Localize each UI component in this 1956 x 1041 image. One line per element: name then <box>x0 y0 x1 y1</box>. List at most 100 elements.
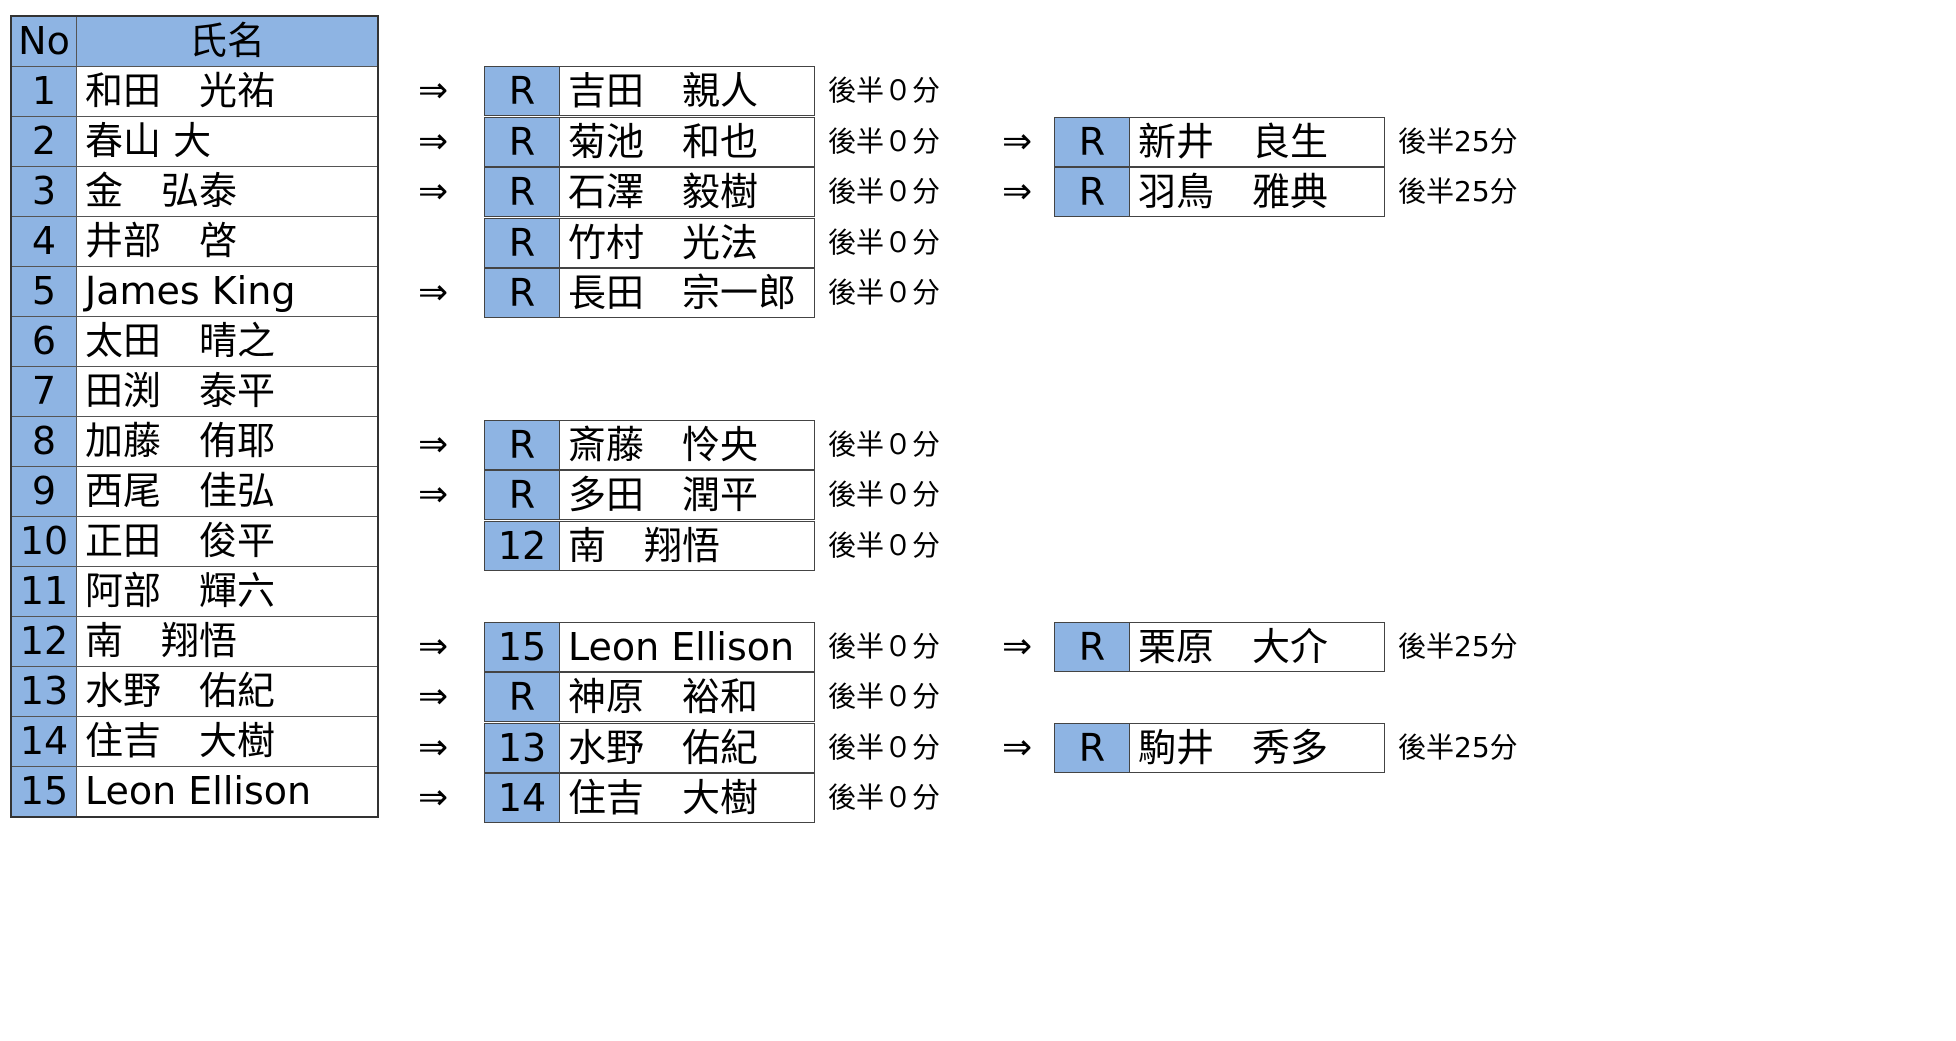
player-name: Leon Ellison <box>76 766 379 818</box>
substitute-name: 栗原 大介 <box>1138 624 1329 669</box>
substitute-name: 住吉 大樹 <box>568 776 759 820</box>
player-name: 西尾 佳弘 <box>76 466 379 517</box>
arrow-icon: ⇒ <box>418 676 449 717</box>
player-number: 12 <box>10 616 77 667</box>
arrow-icon: ⇒ <box>418 272 449 313</box>
substitute-code: R <box>485 471 560 519</box>
substitution-time: 後半０分 <box>828 629 941 663</box>
player-name: 住吉 大樹 <box>76 716 379 767</box>
player-name: 阿部 輝六 <box>76 566 379 617</box>
substitution-time: 後半０分 <box>828 225 941 259</box>
substitute-name: 石澤 毅樹 <box>568 170 759 214</box>
substitution-time: 後半０分 <box>828 124 941 158</box>
substitute-code: 12 <box>485 521 560 570</box>
substitute-name: 竹村 光法 <box>568 220 759 265</box>
arrow-icon: ⇒ <box>418 726 449 768</box>
substitute-code: R <box>485 218 560 267</box>
substitute-name: 斎藤 怜央 <box>568 422 759 467</box>
player-name: 加藤 侑耶 <box>76 416 379 467</box>
roster-header-row: No 氏名 <box>10 15 379 67</box>
substitute-code: R <box>1055 168 1130 216</box>
arrow-icon: ⇒ <box>1002 120 1033 162</box>
player-number: 9 <box>10 466 77 517</box>
substitute-code: 14 <box>485 774 560 822</box>
player-number: 4 <box>10 216 77 267</box>
substitute-name: 羽鳥 雅典 <box>1138 170 1329 214</box>
player-name: 田渕 泰平 <box>76 366 379 417</box>
player-number: 1 <box>10 66 77 117</box>
player-name: 南 翔悟 <box>76 616 379 667</box>
substitute-name: 多田 潤平 <box>568 473 759 517</box>
substitute-code: R <box>485 269 560 317</box>
player-name: 春山 大 <box>76 116 379 167</box>
arrow-icon: ⇒ <box>418 777 449 818</box>
header-name: 氏名 <box>76 15 379 67</box>
arrow-icon: ⇒ <box>418 120 449 162</box>
player-number: 6 <box>10 316 77 367</box>
arrow-icon: ⇒ <box>418 625 449 667</box>
arrow-icon: ⇒ <box>1002 625 1033 667</box>
player-number: 13 <box>10 666 77 717</box>
player-name: 井部 啓 <box>76 216 379 267</box>
substitute-code: R <box>485 673 560 721</box>
arrow-icon: ⇒ <box>1002 171 1033 212</box>
player-number: 7 <box>10 366 77 417</box>
substitute-name: 南 翔悟 <box>568 523 721 568</box>
substitute-code: R <box>485 117 560 166</box>
arrow-icon: ⇒ <box>418 423 449 465</box>
substitution-time: 後半０分 <box>828 680 941 713</box>
substitution-time: 後半25分 <box>1398 629 1518 663</box>
player-number: 3 <box>10 166 77 217</box>
substitute-code: R <box>485 168 560 216</box>
player-number: 10 <box>10 516 77 567</box>
substitute-code: R <box>1055 117 1130 166</box>
player-name: 金 弘泰 <box>76 166 379 217</box>
substitute-code: R <box>485 67 560 115</box>
substitute-code: 15 <box>485 622 560 671</box>
player-number: 14 <box>10 716 77 767</box>
substitute-name: 水野 佑紀 <box>568 725 759 770</box>
substitution-time: 後半０分 <box>828 74 941 107</box>
substitution-time: 後半０分 <box>828 478 941 511</box>
arrow-icon: ⇒ <box>1002 726 1033 768</box>
substitution-time: 後半25分 <box>1398 175 1518 208</box>
player-name: 水野 佑紀 <box>76 666 379 717</box>
header-no: No <box>10 15 77 67</box>
substitute-name: 神原 裕和 <box>568 675 759 719</box>
substitute-name: 駒井 秀多 <box>1138 725 1329 770</box>
arrow-icon: ⇒ <box>418 474 449 515</box>
substitution-time: 後半０分 <box>828 276 941 309</box>
player-number: 11 <box>10 566 77 617</box>
player-number: 15 <box>10 766 77 818</box>
player-number: 8 <box>10 416 77 467</box>
player-number: 5 <box>10 266 77 317</box>
substitution-time: 後半25分 <box>1398 730 1518 764</box>
